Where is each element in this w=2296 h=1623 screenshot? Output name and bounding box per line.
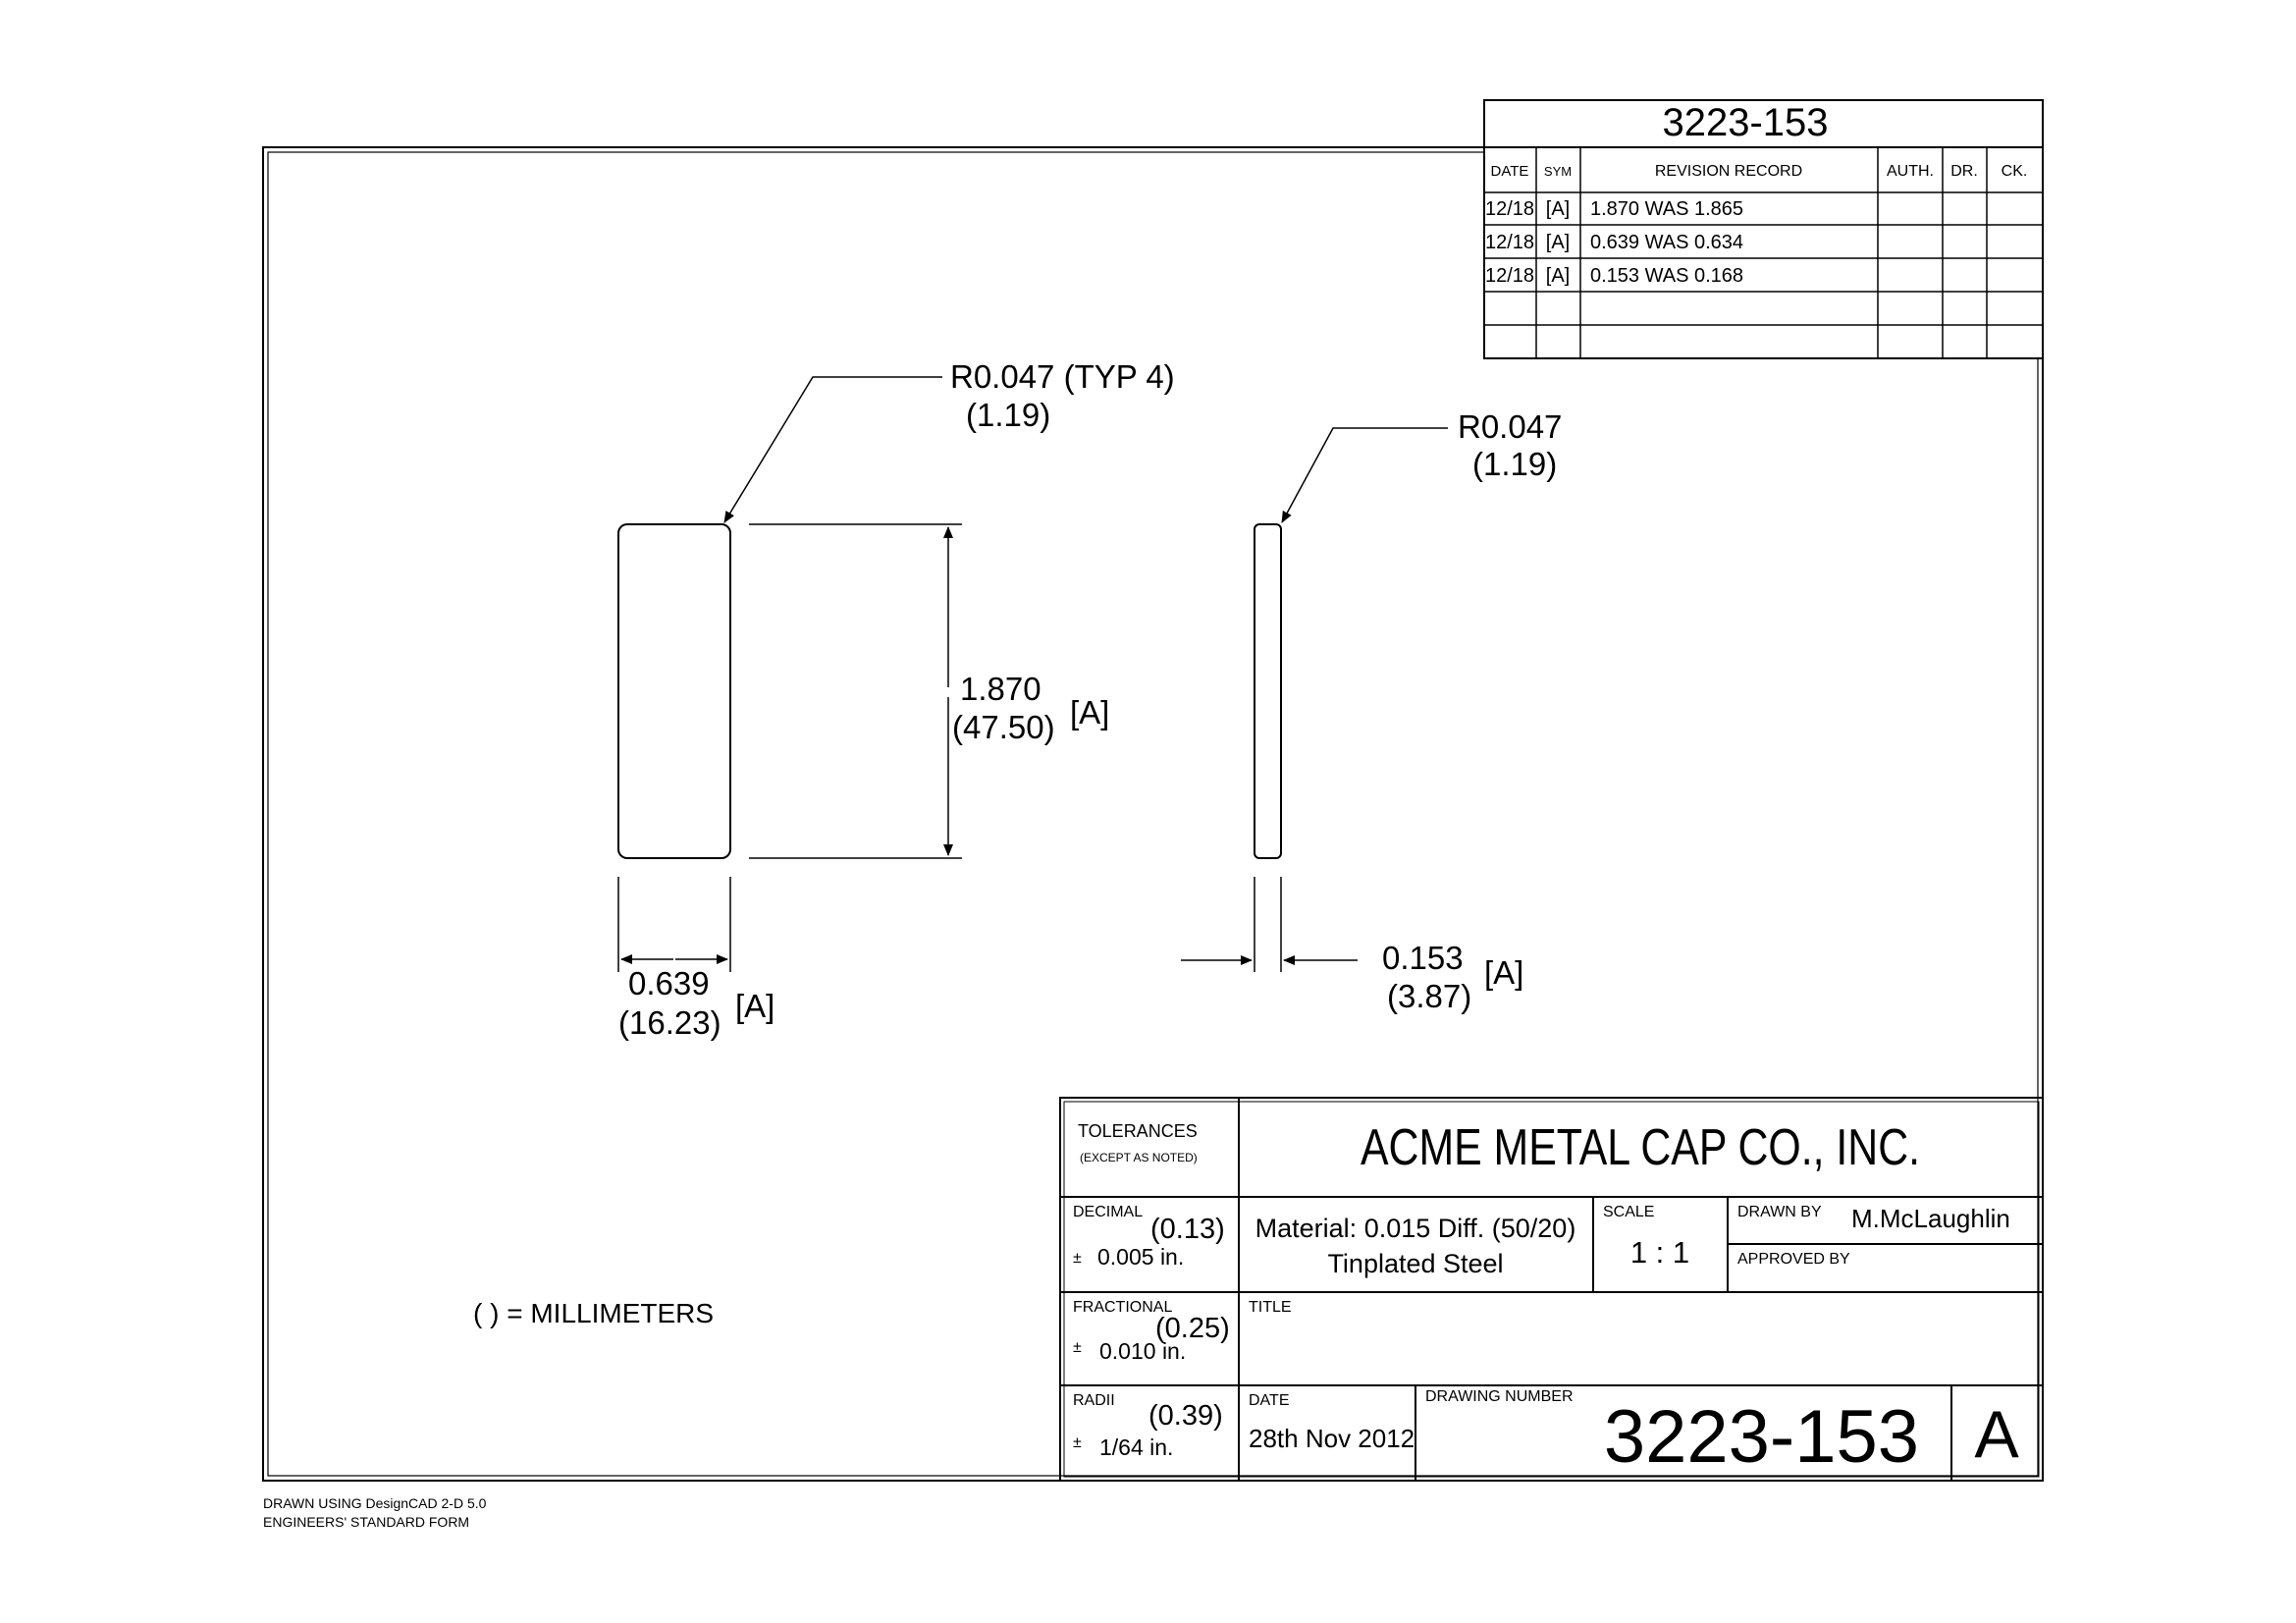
company-name: ACME METAL CAP CO., INC. — [1361, 1119, 1920, 1176]
width-dim-rev: [A] — [735, 988, 774, 1024]
thickness-dim-rev: [A] — [1484, 954, 1523, 991]
radii-label: RADII — [1073, 1392, 1115, 1409]
revision-letter: A — [1974, 1397, 2019, 1472]
tolerances-sublabel: (EXCEPT AS NOTED) — [1080, 1151, 1198, 1164]
width-dim-inch: 0.639 — [628, 965, 710, 1001]
radius-callout-left: R0.047 (TYP 4) — [950, 358, 1175, 395]
title-label: TITLE — [1249, 1299, 1292, 1316]
height-dim-inch: 1.870 — [960, 671, 1041, 707]
decimal-mm: (0.13) — [1150, 1214, 1225, 1245]
radius-leader-right: R0.047 (1.19) — [1281, 408, 1562, 523]
scale-value: 1 : 1 — [1630, 1235, 1689, 1270]
rev-header-dr: DR. — [1950, 163, 1978, 180]
decimal-tolerance: 0.005 in. — [1097, 1244, 1184, 1270]
rev-row-date: 12/18 — [1485, 198, 1534, 220]
plus-minus-sign: ± — [1073, 1339, 1082, 1356]
decimal-label: DECIMAL — [1073, 1204, 1143, 1220]
date-label: DATE — [1249, 1392, 1289, 1409]
footer-form-note: ENGINEERS' STANDARD FORM — [263, 1514, 469, 1530]
scale-label: SCALE — [1603, 1204, 1654, 1220]
fractional-tolerance: 0.010 in. — [1099, 1338, 1186, 1364]
plus-minus-sign: ± — [1073, 1250, 1082, 1267]
radii-mm: (0.39) — [1148, 1400, 1223, 1432]
drawn-by-value: M.McLaughlin — [1851, 1204, 2010, 1233]
tolerances-label: TOLERANCES — [1078, 1121, 1198, 1141]
drawing-number: 3223-153 — [1604, 1395, 1919, 1479]
drawing-number-label: DRAWING NUMBER — [1425, 1388, 1574, 1405]
rev-row-record: 1.870 WAS 1.865 — [1590, 198, 1743, 220]
material-line-2: Tinplated Steel — [1327, 1249, 1503, 1278]
radii-tolerance: 1/64 in. — [1099, 1434, 1173, 1460]
revision-drawing-number: 3223-153 — [1662, 101, 1828, 144]
rev-row-date: 12/18 — [1485, 265, 1534, 287]
radius-leader-left: R0.047 (TYP 4) (1.19) — [723, 358, 1175, 523]
title-block: TOLERANCES (EXCEPT AS NOTED) ACME METAL … — [1059, 1097, 2044, 1482]
rev-row-sym: [A] — [1546, 232, 1570, 253]
material-line-1: Material: 0.015 Diff. (50/20) — [1255, 1214, 1576, 1243]
width-dimension: 0.639 (16.23) [A] — [617, 877, 774, 1041]
rev-header-ck: CK. — [2002, 163, 2028, 180]
radius-callout-right: R0.047 — [1458, 408, 1562, 445]
plus-minus-sign: ± — [1073, 1434, 1082, 1451]
units-note: ( ) = MILLIMETERS — [473, 1298, 714, 1328]
height-dim-rev: [A] — [1070, 694, 1109, 730]
rev-header-auth: AUTH. — [1887, 163, 1934, 180]
thickness-dimension: 0.153 (3.87) [A] — [1181, 877, 1523, 1014]
revision-block: 3223-153 DATE SYM REVISION RECORD AUTH. … — [1483, 99, 2044, 359]
thickness-dim-mm: (3.87) — [1387, 978, 1471, 1014]
fractional-label: FRACTIONAL — [1073, 1299, 1172, 1316]
radius-callout-right-mm: (1.19) — [1472, 446, 1557, 482]
rev-row-sym: [A] — [1546, 265, 1570, 287]
approved-by-label: APPROVED BY — [1737, 1251, 1850, 1268]
height-dimension: 1.870 (47.50) [A] — [749, 523, 1109, 859]
rev-header-date: DATE — [1491, 163, 1529, 180]
date-value: 28th Nov 2012 — [1249, 1424, 1415, 1453]
rev-row-date: 12/18 — [1485, 232, 1534, 253]
footer-software-note: DRAWN USING DesignCAD 2-D 5.0 — [263, 1495, 487, 1511]
part-front-view — [617, 523, 731, 859]
width-dim-mm: (16.23) — [618, 1004, 721, 1041]
rev-row-sym: [A] — [1546, 198, 1570, 220]
rev-header-sym: SYM — [1544, 164, 1572, 179]
part-side-view — [1254, 523, 1282, 859]
thickness-dim-inch: 0.153 — [1382, 940, 1464, 976]
radius-callout-left-mm: (1.19) — [966, 397, 1050, 433]
rev-header-record: REVISION RECORD — [1655, 163, 1802, 180]
height-dim-mm: (47.50) — [952, 709, 1055, 745]
drawn-by-label: DRAWN BY — [1737, 1204, 1822, 1220]
rev-row-record: 0.153 WAS 0.168 — [1590, 265, 1743, 287]
fractional-mm: (0.25) — [1155, 1313, 1230, 1344]
rev-row-record: 0.639 WAS 0.634 — [1590, 232, 1743, 253]
